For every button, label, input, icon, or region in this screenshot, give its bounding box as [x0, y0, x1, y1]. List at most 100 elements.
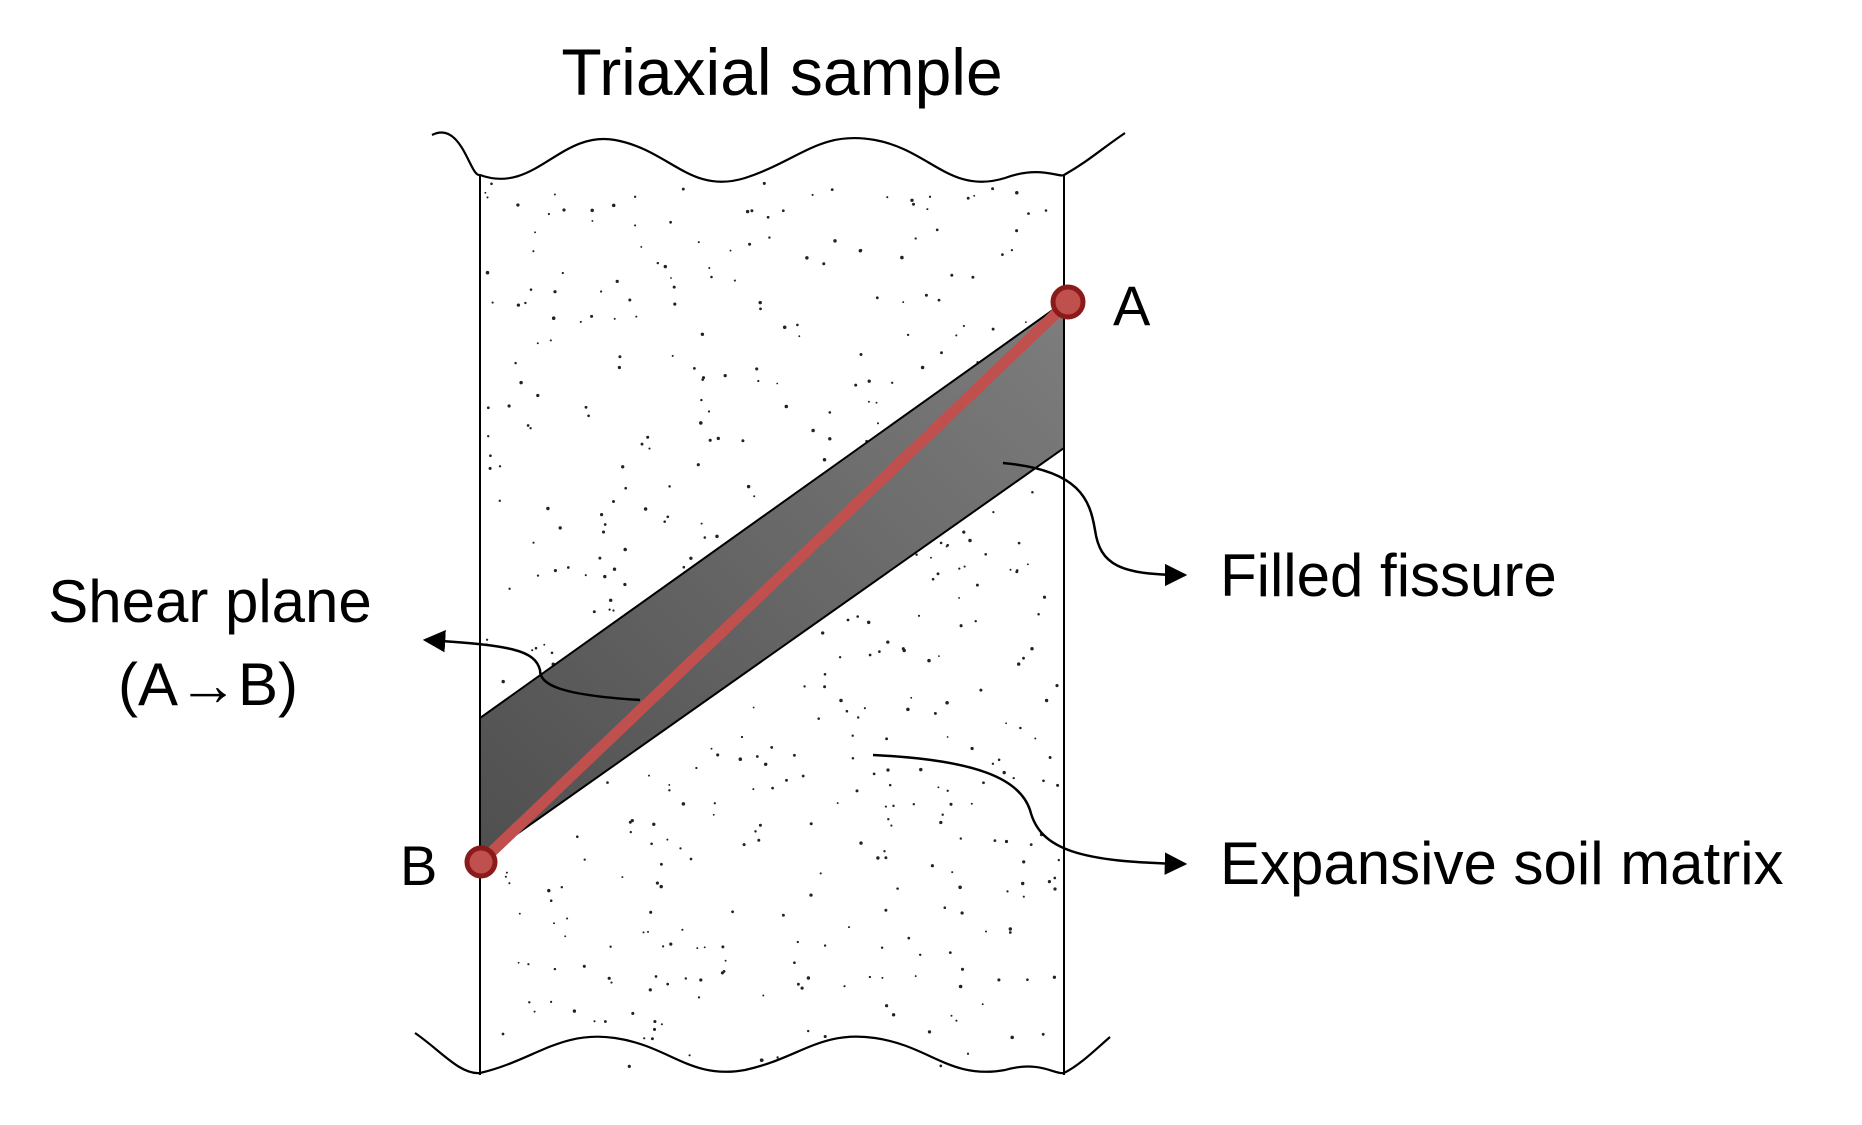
soil-speckle [950, 273, 954, 277]
soil-speckle [650, 842, 653, 846]
soil-speckle [504, 875, 507, 878]
soil-speckle [828, 437, 832, 441]
soil-speckle [716, 753, 720, 757]
soil-speckle [517, 961, 520, 964]
soil-speckle [1006, 890, 1009, 893]
soil-speckle [1052, 975, 1057, 979]
soil-speckle [753, 495, 756, 498]
soil-speckle [562, 208, 566, 212]
soil-speckle [733, 279, 736, 282]
soil-speckle [486, 406, 490, 410]
soil-speckle [759, 307, 762, 311]
soil-speckle [610, 981, 613, 984]
soil-speckle [939, 1064, 943, 1068]
soil-speckle [689, 857, 693, 861]
soil-speckle [598, 556, 602, 560]
soil-speckle [661, 945, 665, 948]
shear-plane-leader-arrow [422, 629, 641, 702]
soil-speckle [652, 822, 656, 826]
soil-speckle [939, 820, 943, 825]
soil-speckle [770, 745, 774, 749]
soil-speckle [985, 930, 987, 933]
soil-speckle [758, 300, 762, 305]
soil-speckle [621, 876, 624, 879]
soil-speckle [867, 400, 870, 403]
soil-speckle [847, 926, 851, 929]
soil-speckle [612, 500, 615, 503]
soil-speckle [485, 270, 490, 275]
soil-speckle [796, 982, 800, 986]
soil-speckle [930, 864, 935, 868]
soil-speckle [745, 209, 750, 214]
soil-speckle [550, 651, 554, 655]
soil-speckle [997, 758, 1001, 762]
soil-speckle [647, 930, 649, 933]
soil-speckle [811, 193, 814, 196]
soil-speckle [836, 802, 839, 805]
soil-speckle [1022, 656, 1025, 660]
soil-speckle [991, 327, 995, 331]
soil-speckle [755, 367, 759, 371]
soil-speckle [1012, 776, 1015, 780]
soil-speckle [993, 839, 997, 842]
soil-speckle [940, 351, 943, 355]
soil-speckle [946, 789, 949, 792]
soil-speckle [659, 862, 663, 866]
soil-speckle [536, 342, 539, 345]
soil-speckle [762, 994, 765, 997]
soil-speckle [949, 802, 953, 806]
soil-speckle [629, 830, 632, 834]
soil-speckle [688, 1054, 691, 1057]
soil-speckle [609, 945, 612, 948]
soil-speckle [1053, 887, 1057, 891]
soil-speckle [696, 463, 700, 467]
soil-speckle [927, 658, 931, 663]
soil-speckle [547, 888, 551, 893]
soil-speckle [528, 1001, 531, 1004]
soil-speckle [741, 439, 745, 443]
soil-speckle [833, 239, 837, 243]
soil-speckle [960, 967, 965, 971]
soil-matrix-leader-arrow [872, 753, 1188, 875]
soil-speckle [843, 985, 846, 988]
soil-speckle [485, 638, 489, 641]
soil-speckle [750, 209, 754, 213]
soil-speckle [607, 976, 611, 980]
soil-speckle [587, 414, 590, 418]
soil-speckle [966, 196, 970, 200]
diagram-title: Triaxial sample [561, 35, 1002, 109]
soil-speckle [855, 789, 859, 793]
soil-speckle [584, 574, 587, 577]
soil-speckle [621, 465, 625, 469]
soil-speckle [917, 614, 921, 617]
soil-speckle [971, 275, 975, 279]
soil-speckle [1048, 756, 1052, 759]
soil-speckle [1016, 662, 1021, 666]
soil-speckle [1008, 927, 1012, 931]
soil-speckle [1015, 229, 1019, 233]
soil-speckle [876, 422, 880, 425]
soil-speckle [822, 262, 826, 266]
soil-speckle [1053, 876, 1057, 880]
soil-speckle [1042, 595, 1047, 599]
soil-speckle [673, 302, 677, 306]
soil-speckle [1029, 843, 1033, 846]
soil-speckle [689, 556, 693, 560]
soil-speckle [888, 783, 892, 787]
soil-speckle [919, 767, 923, 772]
soil-speckle [875, 401, 878, 404]
soil-speckle [724, 959, 727, 962]
soil-speckle [796, 323, 799, 327]
soil-speckle [776, 1056, 779, 1059]
soil-speckle [546, 506, 550, 511]
soil-speckle [669, 942, 673, 946]
soil-speckle [615, 279, 619, 284]
soil-speckle [979, 688, 983, 692]
soil-speckle [771, 786, 774, 790]
soil-speckle [1034, 737, 1037, 740]
soil-speckle [584, 405, 588, 409]
soil-speckle [1044, 698, 1049, 703]
soil-speckle [723, 373, 727, 378]
soil-speckle [488, 466, 492, 470]
soil-speckles [484, 181, 1062, 1068]
